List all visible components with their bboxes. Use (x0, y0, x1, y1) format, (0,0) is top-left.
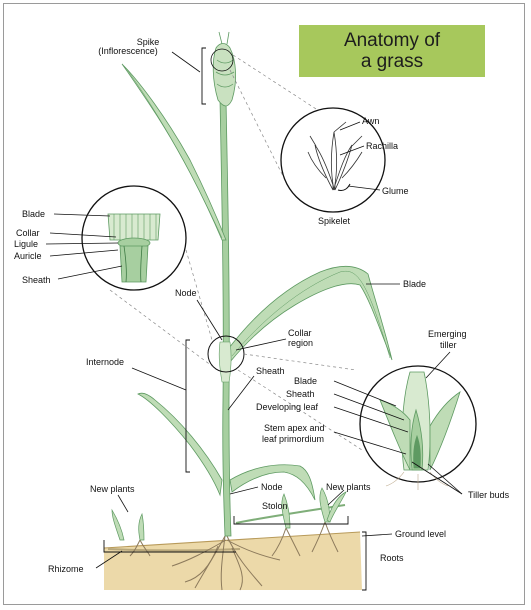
label-tiller-buds: Tiller buds (468, 490, 510, 500)
new-plants-right-shoots (281, 487, 347, 529)
label-collar-region-1: Collar (288, 328, 312, 338)
label-node-top: Node (175, 288, 197, 298)
title-box: Anatomy of a grass (299, 25, 485, 77)
new-plants-left-shoots (111, 508, 145, 541)
collar-drawing (107, 213, 161, 283)
main-stem (219, 99, 232, 537)
label-rhizome: Rhizome (48, 564, 84, 574)
brackets (103, 47, 367, 591)
label-collar-region-2: region (288, 338, 313, 348)
label-auricle: Auricle (14, 251, 42, 261)
dashed-connectors (109, 54, 363, 451)
label-internode: Internode (86, 357, 124, 367)
label-awn: Awn (362, 116, 379, 126)
label-blade-inset: Blade (294, 376, 317, 386)
right-blade (225, 265, 393, 363)
leader-lines (45, 51, 463, 569)
ground-line (103, 531, 361, 549)
label-stem-apex-1: Stem apex and (264, 423, 325, 433)
label-emerging-1: Emerging (428, 329, 467, 339)
label-new-plants-left: New plants (90, 484, 135, 494)
label-spike: Spike (137, 37, 160, 47)
spike (212, 31, 236, 107)
label-rachilla: Rachilla (366, 141, 398, 151)
label-developing-leaf: Developing leaf (256, 402, 319, 412)
spikelet-drawing (307, 121, 363, 191)
label-sheath-left: Sheath (22, 275, 51, 285)
label-sheath-inset: Sheath (286, 389, 315, 399)
label-inflorescence: (Inflorescence) (98, 46, 158, 56)
label-glume: Glume (382, 186, 409, 196)
soil (104, 532, 362, 590)
figure-frame (3, 3, 525, 605)
label-ground-level: Ground level (395, 529, 446, 539)
lower-blade-right (229, 464, 316, 501)
label-roots: Roots (380, 553, 404, 563)
label-new-plants-right: New plants (326, 482, 371, 492)
tiller-drawing (379, 371, 461, 490)
spike-callout-circle (210, 48, 234, 72)
label-blade-left: Blade (22, 209, 45, 219)
lower-blade-left (137, 392, 223, 497)
label-collar-left: Collar (16, 228, 40, 238)
label-blade-right: Blade (403, 279, 426, 289)
label-stem-apex-2: leaf primordium (262, 434, 324, 444)
label-ligule: Ligule (14, 239, 38, 249)
label-spikelet: Spikelet (318, 216, 351, 226)
label-node-bottom: Node (261, 482, 283, 492)
upper-blade-left-vein (125, 67, 223, 239)
label-stolon: Stolon (262, 501, 288, 511)
diagram-title: Anatomy of a grass (343, 30, 441, 72)
roots (129, 521, 339, 591)
stem-sheath-upper (218, 341, 232, 383)
label-emerging-2: tiller (440, 340, 457, 350)
label-sheath-mid: Sheath (256, 366, 285, 376)
right-blade-vein (231, 271, 391, 359)
